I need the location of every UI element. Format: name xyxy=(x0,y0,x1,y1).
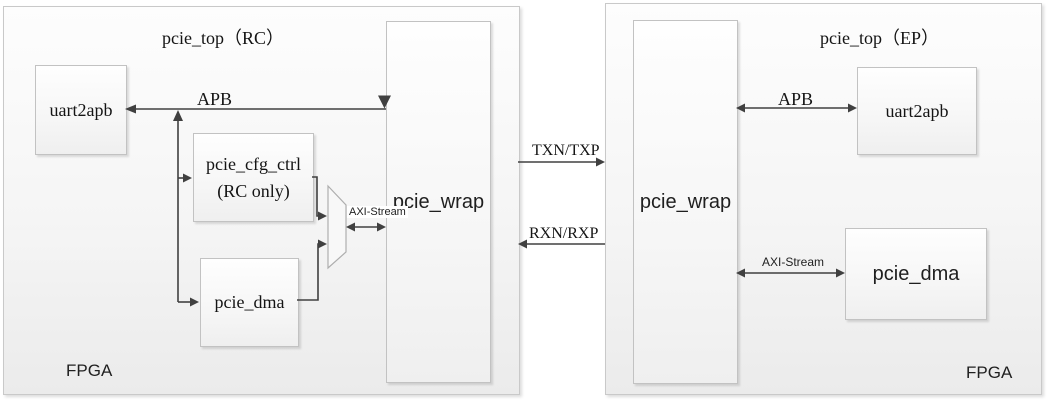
fpga-label-rc: FPGA xyxy=(66,361,113,380)
block-pcie-dma-rc: pcie_dma xyxy=(200,258,299,347)
txn-txp-label: TXN/TXP xyxy=(532,142,600,159)
block-pcie-wrap-rc-label: pcie_wrap xyxy=(392,190,485,213)
apb-label-rc: APB xyxy=(197,89,233,109)
block-pcie-dma-rc-label: pcie_dma xyxy=(214,292,285,312)
axi-stream-label-ep: AXI-Stream xyxy=(762,255,825,269)
fpga-label-ep: FPGA xyxy=(966,363,1013,382)
block-pcie-wrap-rc: pcie_wrap xyxy=(386,21,491,383)
block-pcie-wrap-ep: pcie_wrap xyxy=(633,20,738,384)
block-pcie-cfg-ctrl: pcie_cfg_ctrl (RC only) xyxy=(193,133,314,222)
block-uart2apb-rc: uart2apb xyxy=(35,65,127,155)
block-pcie-cfg-ctrl-label-line2: (RC only) xyxy=(217,180,290,201)
rxn-rxp-label: RXN/RXP xyxy=(529,225,599,242)
title-pcie-top-ep: pcie_top（EP） xyxy=(820,28,939,48)
axi-stream-label-rc: AXI-Stream xyxy=(347,206,408,218)
block-pcie-dma-ep-label: pcie_dma xyxy=(872,262,960,285)
block-pcie-cfg-ctrl-label-line1: pcie_cfg_ctrl xyxy=(206,153,301,174)
block-uart2apb-ep-label: uart2apb xyxy=(885,100,949,121)
block-pcie-wrap-ep-label: pcie_wrap xyxy=(639,190,732,213)
block-uart2apb-rc-label: uart2apb xyxy=(49,99,113,120)
block-uart2apb-ep: uart2apb xyxy=(857,67,977,155)
title-pcie-top-rc: pcie_top（RC） xyxy=(162,28,284,48)
apb-label-ep: APB xyxy=(778,89,814,109)
block-pcie-dma-ep: pcie_dma xyxy=(845,228,987,320)
